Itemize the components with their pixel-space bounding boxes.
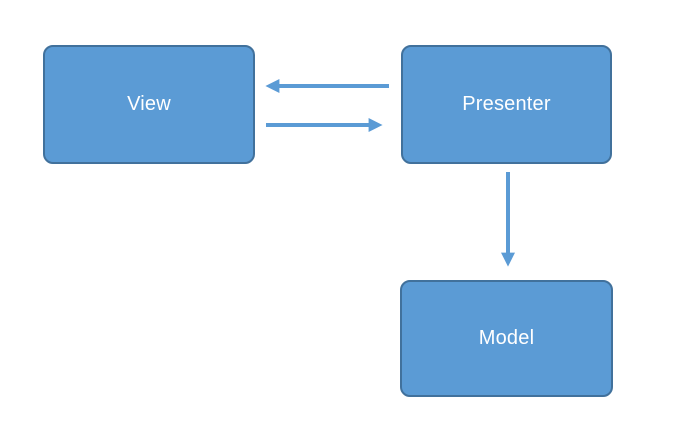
node-view-label: View — [127, 93, 171, 115]
node-presenter: Presenter — [401, 45, 612, 164]
node-model-label: Model — [478, 327, 535, 349]
node-view: View — [43, 45, 255, 164]
node-presenter-label: Presenter — [462, 93, 551, 115]
node-model: Model — [400, 280, 613, 397]
